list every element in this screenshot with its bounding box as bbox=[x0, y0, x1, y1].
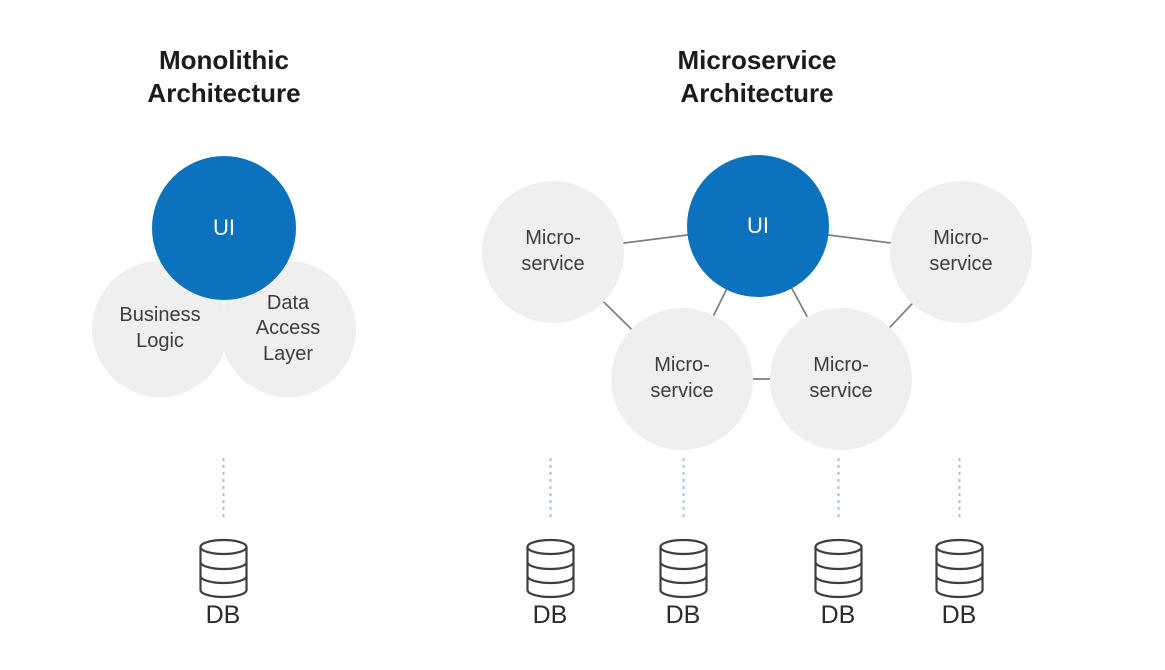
db-label-4: DB bbox=[941, 601, 977, 629]
db-label-3: DB bbox=[820, 601, 856, 629]
monolith-ui-circle: UI bbox=[152, 156, 296, 300]
db-cylinder-icon bbox=[814, 538, 863, 599]
db-cylinder-icon bbox=[659, 538, 708, 599]
db-cylinder-icon bbox=[935, 538, 984, 599]
microservice-circle-bottom-left: Micro- service bbox=[611, 308, 753, 450]
db-label-monolith: DB bbox=[205, 601, 241, 629]
monolith-title: Monolithic Architecture bbox=[147, 45, 301, 108]
microservice-circle-bottom-right: Micro- service bbox=[770, 308, 912, 450]
db-cylinder-icon bbox=[526, 538, 575, 599]
microservice-circle-left: Micro- service bbox=[482, 181, 624, 323]
db-cylinder-icon bbox=[199, 538, 248, 599]
db-label-1: DB bbox=[532, 601, 568, 629]
microservice-ui-circle: UI bbox=[687, 155, 829, 297]
microservice-title: Microservice Architecture bbox=[677, 45, 837, 108]
microservice-circle-right: Micro- service bbox=[890, 181, 1032, 323]
dotted-db-links bbox=[222, 458, 961, 519]
db-label-2: DB bbox=[665, 601, 701, 629]
